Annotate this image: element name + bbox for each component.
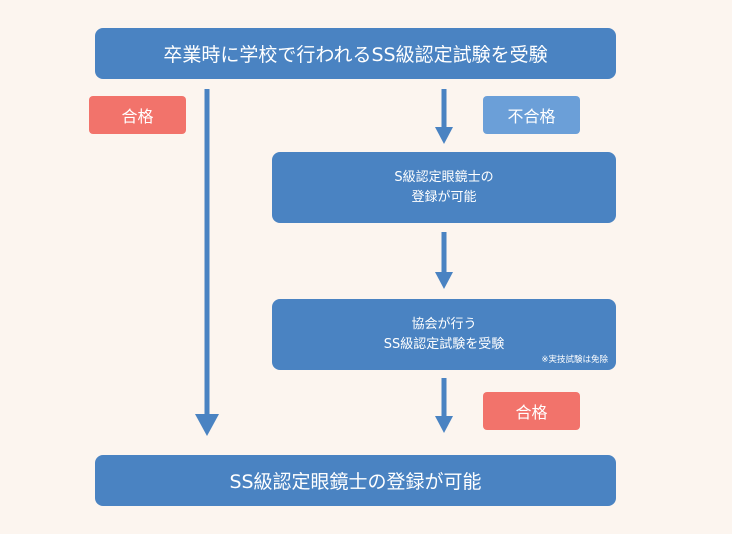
pass-badge-label: 合格 [121, 107, 154, 126]
down-arrow-icon [195, 89, 219, 436]
arrow-shaft [441, 232, 447, 276]
arrow-shaft [441, 378, 447, 420]
down-arrow-icon [432, 89, 456, 144]
s-class-registration-line2: 登録が可能 [411, 189, 477, 205]
association-exam-line2: SS級認定試験を受験 [383, 336, 505, 352]
arrow-shaft [204, 89, 210, 419]
association-exam-box: 協会が行う SS級認定試験を受験 ※実技試験は免除 [272, 299, 616, 370]
arrow-head [195, 414, 219, 436]
arrow-head [435, 272, 453, 289]
s-class-registration-box: S級認定眼鏡士の 登録が可能 [272, 152, 616, 223]
pass-badge-association: 合格 [483, 392, 580, 430]
pass-badge-direct: 合格 [89, 96, 186, 134]
start-step-label: 卒業時に学校で行われるSS級認定試験を受験 [163, 44, 548, 66]
pass-badge-label: 合格 [515, 403, 548, 422]
fail-badge: 不合格 [483, 96, 580, 134]
exemption-note: ※実技試験は免除 [541, 355, 608, 365]
down-arrow-icon [432, 378, 456, 433]
arrow-head [435, 416, 453, 433]
association-exam-line1: 協会が行う [411, 316, 477, 332]
arrow-head [435, 127, 453, 144]
fail-badge-label: 不合格 [507, 107, 556, 126]
down-arrow-icon [432, 232, 456, 289]
result-step-box: SS級認定眼鏡士の登録が可能 [95, 455, 616, 506]
arrow-shaft [441, 89, 447, 131]
start-step-box: 卒業時に学校で行われるSS級認定試験を受験 [95, 28, 616, 79]
s-class-registration-line1: S級認定眼鏡士の [394, 169, 494, 185]
result-step-label: SS級認定眼鏡士の登録が可能 [229, 471, 482, 493]
